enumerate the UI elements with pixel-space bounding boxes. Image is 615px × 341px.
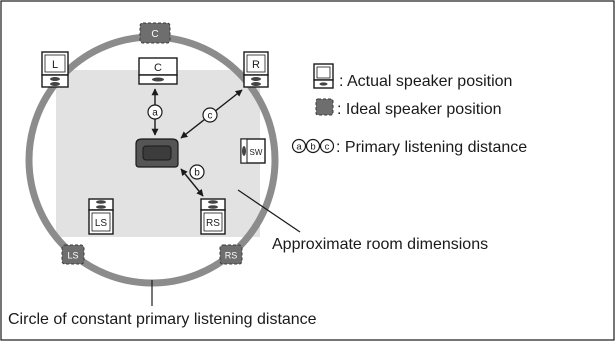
legend-marker-a: a <box>296 142 302 153</box>
circle-caption: Circle of constant primary listening dis… <box>8 311 317 328</box>
legend-distance-markers-icon: a b c <box>291 138 335 154</box>
speaker-right-surround: RS <box>200 198 226 235</box>
room-caption-leader <box>237 189 301 233</box>
ideal-speaker-right-surround: RS <box>219 244 243 265</box>
ideal-speaker-left-surround: LS <box>61 244 85 265</box>
distance-marker-b: b <box>189 164 205 180</box>
distance-marker-c-label: c <box>208 111 213 122</box>
speaker-left-surround-label: LS <box>95 218 108 229</box>
speaker-right-surround-label: RS <box>206 218 220 229</box>
ideal-speaker-center-label: C <box>151 29 158 40</box>
legend-marker-b: b <box>310 142 315 153</box>
distance-arrow-b <box>180 168 204 197</box>
speaker-center: C <box>138 57 178 85</box>
subwoofer: SW <box>240 138 266 164</box>
speaker-left-label: L <box>52 59 58 71</box>
speaker-right: R <box>243 51 269 88</box>
distance-marker-a-label: a <box>152 108 158 119</box>
legend: : Actual speaker position : Ideal speake… <box>291 63 527 156</box>
distance-marker-b-label: b <box>194 168 200 179</box>
room-dimensions-caption: Approximate room dimensions <box>272 236 488 253</box>
speaker-center-label: C <box>154 62 162 74</box>
ideal-speaker-left-surround-label: LS <box>67 251 78 261</box>
distance-marker-a: a <box>147 104 163 120</box>
ideal-speaker-right-surround-label: RS <box>225 251 238 261</box>
legend-actual-speaker-icon <box>313 63 334 89</box>
speaker-right-label: R <box>252 59 260 71</box>
legend-marker-c: c <box>325 142 330 153</box>
speaker-left: L <box>41 51 69 88</box>
listener-seat-icon <box>135 138 179 168</box>
subwoofer-label: SW <box>250 148 263 157</box>
legend-ideal-speaker-icon <box>315 98 334 116</box>
distance-marker-c: c <box>202 107 218 123</box>
legend-distance-label: : Primary listening distance <box>336 139 527 156</box>
ideal-speaker-center: C <box>139 22 171 44</box>
speaker-left-surround: LS <box>88 198 114 235</box>
legend-ideal-label: : Ideal speaker position <box>337 101 502 118</box>
legend-actual-label: : Actual speaker position <box>339 73 512 90</box>
